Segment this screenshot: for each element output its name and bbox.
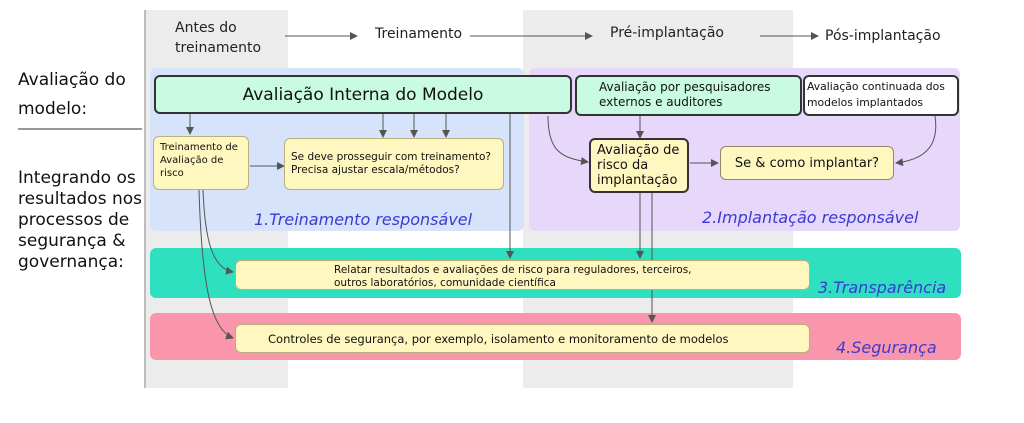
box-como-implantar: Se & como implantar?	[720, 146, 894, 180]
box-avaliacao-externos: Avaliação por pesquisadores externos e a…	[575, 75, 802, 116]
box-treinamento-risco-text: Treinamento de Avaliação de risco	[160, 142, 238, 179]
box-prosseguir: Se deve prosseguir com treinamento? Prec…	[284, 138, 504, 190]
column-divider	[144, 10, 146, 388]
box-avaliacao-interna-text: Avaliação Interna do Modelo	[242, 84, 484, 105]
box-risco-implantacao: Avaliação de risco da implantação	[589, 138, 689, 193]
box-avaliacao-continuada: Avaliação continuada dos modelos implant…	[803, 75, 959, 116]
label-avaliacao-modelo: Avaliação do modelo:	[18, 70, 126, 119]
box-como-implantar-text: Se & como implantar?	[734, 155, 880, 171]
tag-seguranca: 4.Segurança	[836, 338, 937, 357]
box-controles: Controles de segurança, por exemplo, iso…	[235, 324, 810, 353]
arrow-continuada-como	[895, 115, 937, 167]
box-treinamento-risco: Treinamento de Avaliação de risco	[153, 136, 249, 190]
box-avaliacao-interna: Avaliação Interna do Modelo	[154, 75, 572, 114]
stage-pre-label: Pré-implantação	[610, 25, 724, 41]
box-avaliacao-externos-text: Avaliação por pesquisadores externos e a…	[599, 80, 771, 109]
tag-transparencia: 3.Transparência	[818, 278, 947, 297]
arrow-treinrisco-controles	[198, 189, 234, 340]
box-prosseguir-text: Se deve prosseguir com treinamento? Prec…	[291, 151, 491, 176]
left-divider	[18, 128, 142, 130]
arrow-treinrisco-relatar	[202, 189, 234, 275]
stage-treinamento-label: Treinamento	[375, 26, 463, 42]
box-risco-implantacao-text: Avaliação de risco da implantação	[597, 143, 680, 188]
box-controles-text: Controles de segurança, por exemplo, iso…	[268, 331, 729, 346]
box-relatar-text: Relatar resultados e avaliações de risco…	[334, 264, 692, 289]
stage-pos-label: Pós-implantação	[825, 28, 941, 44]
arrow-externos-risco	[547, 115, 589, 165]
box-relatar: Relatar resultados e avaliações de risco…	[235, 260, 810, 290]
tag-treinamento-responsavel: 1.Treinamento responsável	[254, 210, 473, 229]
stage-antes-label: Antes do treinamento	[175, 20, 262, 56]
label-integrando: Integrando os resultados nos processos d…	[18, 168, 142, 272]
box-avaliacao-continuada-text: Avaliação continuada dos modelos implant…	[807, 80, 945, 109]
tag-implantacao-responsavel: 2.Implantação responsável	[702, 208, 919, 227]
